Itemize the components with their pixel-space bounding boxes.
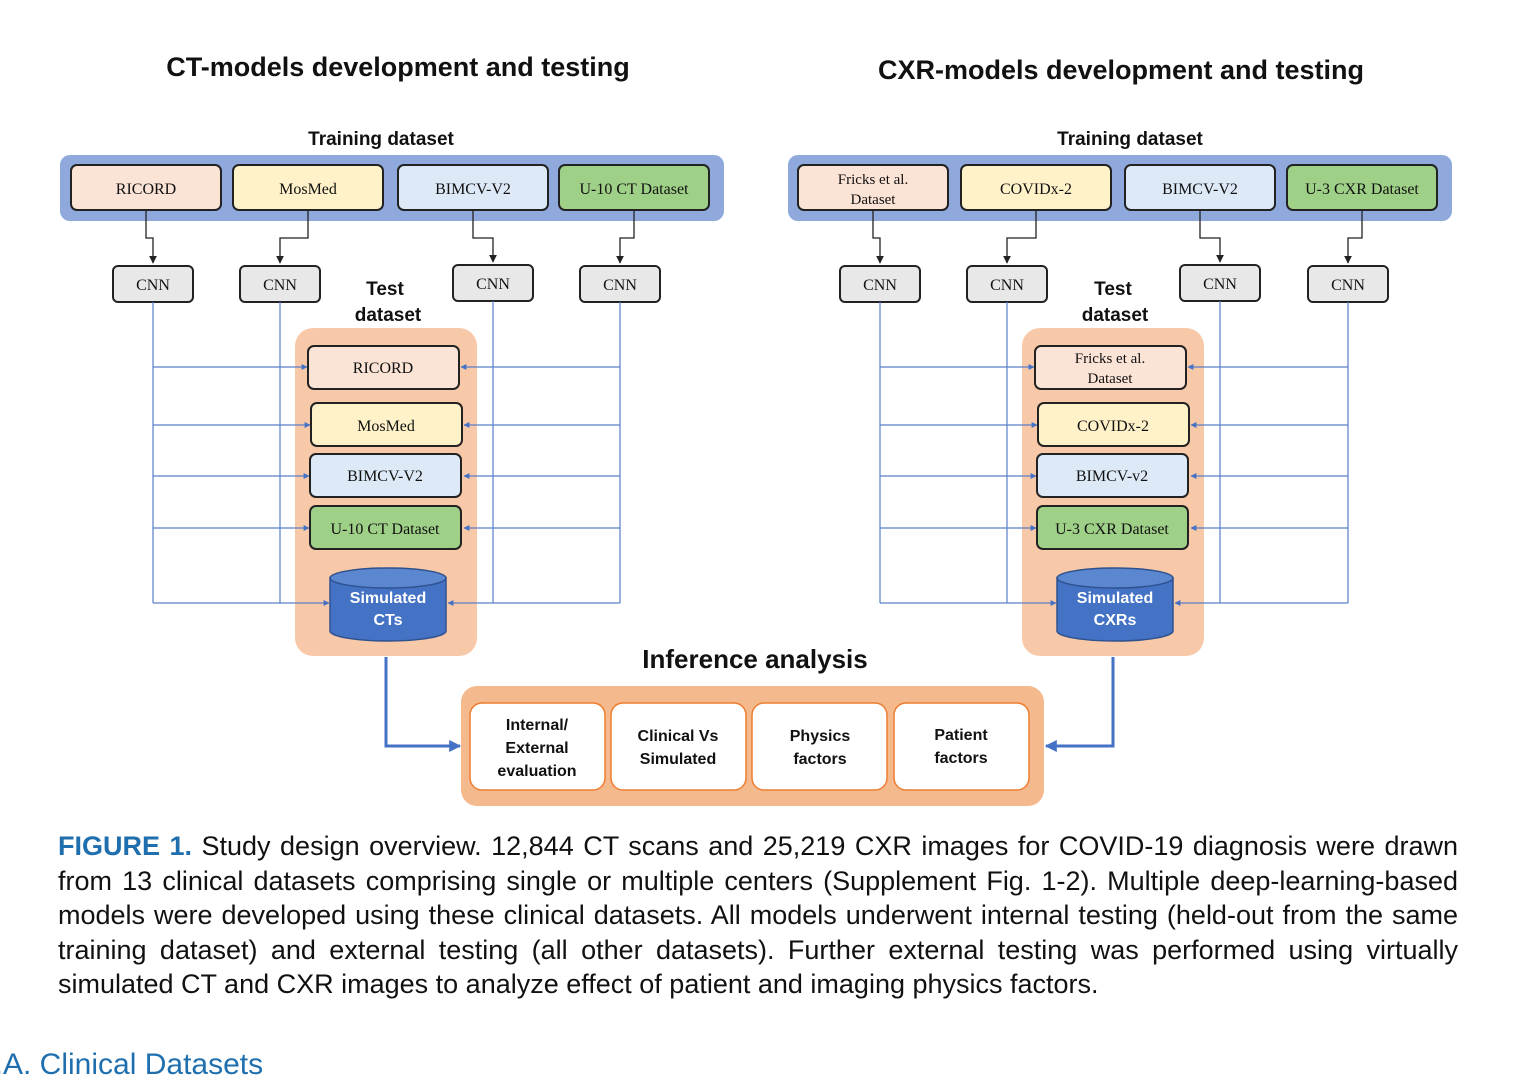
ct-cnn-label-3: CNN [476, 276, 510, 293]
cxr-test-u3-label: U-3 CXR Dataset [1055, 521, 1169, 538]
ct-simulated-cylinder: Simulated CTs [329, 567, 447, 642]
inference-clinical-line1: Clinical Vs [638, 728, 719, 745]
inference-internal-line2: External [505, 740, 568, 757]
ct-test-label-line2: dataset [355, 305, 422, 326]
cxr-test-covidx-box [1037, 402, 1190, 447]
cxr-train-fricks-label-line1: Fricks et al. [838, 172, 908, 188]
figure-caption-label: FIGURE 1. [58, 831, 193, 861]
ct-test-ricord-label: RICORD [353, 360, 413, 377]
ct-train-bimcv-label: BIMCV-V2 [435, 181, 511, 198]
ct-simulated-label-line1: Simulated [350, 590, 426, 607]
cxr-training-boxes: Fricks et al. Dataset COVIDx-2 BIMCV-V2 … [797, 164, 1438, 211]
cxr-training-label: Training dataset [1057, 129, 1203, 150]
cxr-cnn-label-2: CNN [990, 277, 1024, 294]
ct-panel-title: CT-models development and testing [166, 52, 630, 82]
ct-test-connectors [152, 301, 621, 606]
ct-test-label-line1: Test [366, 279, 404, 300]
cxr-test-bimcv-label: BIMCV-v2 [1076, 468, 1148, 485]
ct-test-mosmed-box [310, 402, 463, 447]
ct-test-u10-box [309, 505, 462, 550]
cxr-cnn-label-3: CNN [1203, 276, 1237, 293]
ct-test-bimcv-box [309, 453, 462, 498]
cxr-panel-title: CXR-models development and testing [878, 55, 1364, 85]
ct-train-ricord-label: RICORD [116, 181, 176, 198]
inference-box-clinical-simulated [610, 702, 747, 791]
inference-patient-line1: Patient [934, 727, 988, 744]
ct-to-inference-arrow [384, 657, 462, 752]
cxr-train-u3-label: U-3 CXR Dataset [1305, 181, 1419, 198]
cxr-test-fricks-label-line1: Fricks et al. [1075, 351, 1145, 367]
ct-panel: CT-models development and testing Traini… [60, 52, 724, 656]
inference-section: Inference analysis Internal/ External ev… [384, 644, 1115, 806]
figure-caption: FIGURE 1. Study design overview. 12,844 … [58, 829, 1458, 1002]
cxr-test-fricks-box [1034, 345, 1187, 390]
cxr-train-to-cnn-arrows [872, 210, 1363, 264]
ct-test-bimcv-label: BIMCV-V2 [347, 468, 423, 485]
ct-cnn-label-2: CNN [263, 277, 297, 294]
inference-clinical-line2: Simulated [640, 751, 716, 768]
inference-title: Inference analysis [642, 644, 867, 674]
cxr-test-u3-box [1036, 505, 1189, 550]
cxr-train-bimcv-label: BIMCV-V2 [1162, 181, 1238, 198]
ct-training-label: Training dataset [308, 129, 454, 150]
cxr-test-bimcv-box [1036, 453, 1189, 498]
cxr-simulated-cylinder: Simulated CXRs [1056, 567, 1174, 642]
cxr-test-label-line2: dataset [1082, 305, 1149, 326]
figure-caption-text: Study design overview. 12,844 CT scans a… [58, 831, 1458, 999]
cxr-simulated-label-line1: Simulated [1077, 590, 1153, 607]
study-design-diagram: CT-models development and testing Traini… [60, 52, 1452, 806]
cxr-cnn-label-4: CNN [1331, 277, 1365, 294]
inference-physics-line2: factors [793, 751, 846, 768]
ct-cnn-boxes: CNN CNN CNN CNN [112, 264, 661, 303]
cxr-train-covidx-label: COVIDx-2 [1000, 181, 1072, 198]
cxr-test-boxes: Fricks et al. Dataset COVIDx-2 BIMCV-v2 … [1034, 345, 1190, 550]
cxr-cnn-label-1: CNN [863, 277, 897, 294]
cxr-panel: CXR-models development and testing Train… [788, 55, 1452, 656]
inference-box-physics [751, 702, 888, 791]
inference-internal-line1: Internal/ [506, 717, 569, 734]
cxr-test-covidx-label: COVIDx-2 [1077, 418, 1149, 435]
cxr-test-label-line1: Test [1094, 279, 1132, 300]
ct-cnn-label-4: CNN [603, 277, 637, 294]
inference-patient-line2: factors [934, 750, 987, 767]
ct-train-u10-label: U-10 CT Dataset [579, 181, 689, 198]
cxr-simulated-label-line2: CXRs [1094, 612, 1137, 629]
ct-train-mosmed-label: MosMed [279, 181, 337, 198]
cxr-to-inference-arrow [1044, 657, 1115, 752]
cxr-cnn-boxes: CNN CNN CNN CNN [839, 264, 1389, 303]
cxr-test-fricks-label-line2: Dataset [1088, 371, 1134, 387]
inference-box-patient [893, 702, 1030, 791]
ct-simulated-label-line2: CTs [373, 612, 402, 629]
ct-test-u10-label: U-10 CT Dataset [330, 521, 440, 538]
ct-test-ricord-box [307, 345, 460, 390]
inference-physics-line1: Physics [790, 728, 851, 745]
ct-test-mosmed-label: MosMed [357, 418, 415, 435]
cxr-test-connectors [879, 301, 1349, 606]
cxr-train-fricks-label-line2: Dataset [851, 192, 897, 208]
ct-cnn-label-1: CNN [136, 277, 170, 294]
inference-internal-line3: evaluation [497, 763, 576, 780]
inference-box-internal-external [469, 702, 606, 791]
next-section-heading: II.A. Clinical Datasets [0, 1048, 264, 1081]
ct-train-to-cnn-arrows [145, 210, 635, 264]
ct-test-boxes: RICORD MosMed BIMCV-V2 U-10 CT Dataset [307, 345, 463, 550]
